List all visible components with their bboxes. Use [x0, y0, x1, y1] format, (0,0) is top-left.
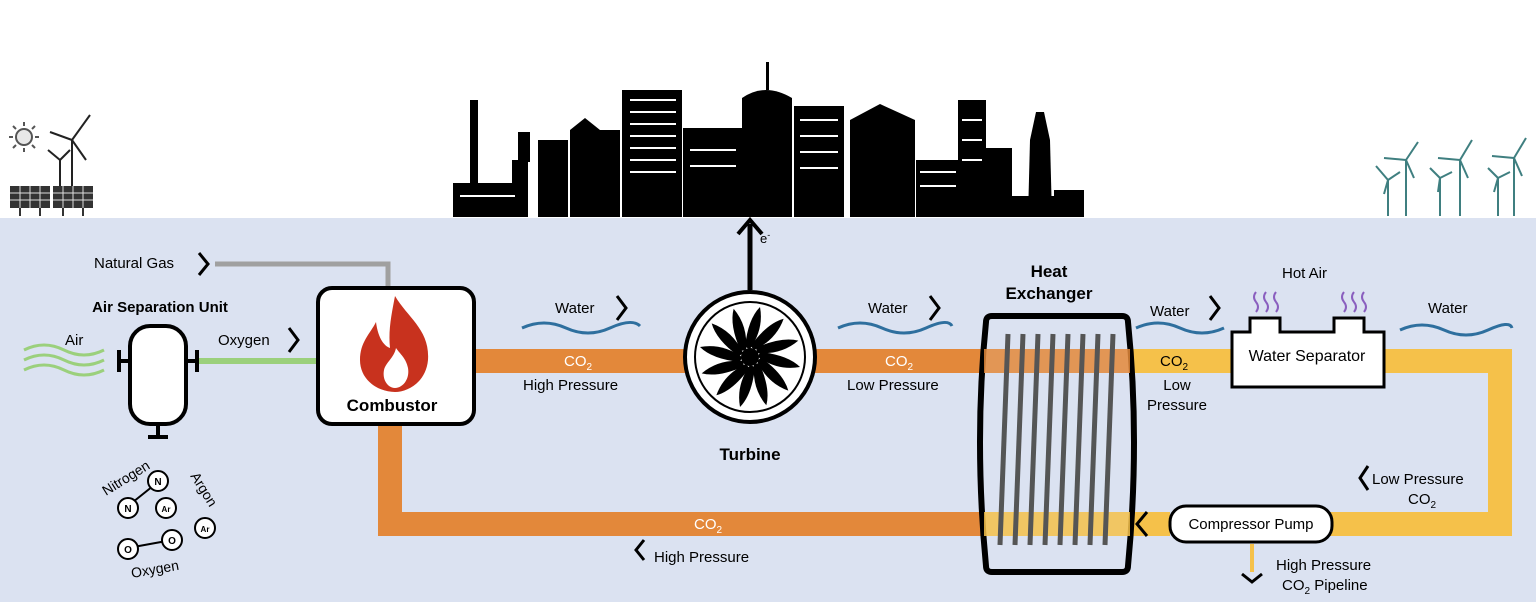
solar-panel-icon: [10, 186, 93, 216]
natural-gas-label: Natural Gas: [94, 255, 174, 272]
air-separation-unit: Air Separation Unit: [92, 299, 228, 439]
flame-icon: [360, 296, 429, 392]
high-pressure-label-6: High Pressure: [654, 549, 749, 566]
asu-title: Air Separation Unit: [92, 299, 228, 316]
water-separator-label: Water Separator: [1249, 348, 1366, 365]
low-pressure-label-1: Low Pressure: [847, 377, 939, 394]
pressure-label-3: Pressure: [1147, 397, 1207, 414]
turbine-blade: [756, 357, 789, 391]
atom-ar-2: Ar: [201, 525, 210, 534]
cool-pipe-right: [1488, 349, 1512, 536]
turbine-blade: [700, 346, 742, 362]
wind-turbine-icon: [1375, 137, 1527, 216]
cool-pipe-bottom-left: [1128, 512, 1170, 536]
hot-pipe-bottom: [378, 512, 984, 536]
low-label-3: Low: [1163, 377, 1191, 394]
wind-turbine-icon: [47, 114, 91, 192]
combustor-label: Combustor: [347, 396, 438, 415]
turbine-blade: [758, 352, 800, 368]
chevron-icon: [197, 252, 1370, 584]
heat-label: Heat: [1031, 262, 1068, 281]
co2-label-4: CO2: [1408, 491, 1437, 511]
turbine-blade: [732, 308, 747, 351]
high-pressure-label-1: High Pressure: [523, 377, 618, 394]
natural-gas-line: [215, 261, 391, 290]
turbine-blade: [750, 318, 784, 351]
electricity-arrowhead: [736, 216, 764, 236]
turbine-blade: [716, 363, 750, 396]
electron-label: e-: [760, 230, 770, 246]
co2-label-1: CO2: [564, 353, 593, 373]
atom-o-1: O: [124, 545, 132, 556]
low-pressure-label-4: Low Pressure: [1372, 471, 1464, 488]
turbine-blade: [745, 307, 761, 349]
cool-pipe-top: [1128, 349, 1232, 373]
air-wave-icon: [23, 343, 105, 377]
steam-icon: [1253, 291, 1367, 313]
cool-pipe-bottom-right: [1330, 512, 1512, 536]
compressor-pump: Compressor Pump: [1168, 504, 1334, 544]
co2-label-3: CO2: [1160, 353, 1189, 373]
co2-pipeline-label: CO2 Pipeline: [1282, 577, 1368, 597]
water-label-4: Water: [1428, 300, 1467, 317]
turbine-label: Turbine: [719, 445, 780, 464]
turbine-blade: [753, 363, 768, 406]
water-wave-icon: [521, 321, 1514, 337]
sun-icon: [9, 122, 39, 152]
turbine-blade: [711, 323, 744, 357]
water-label-1: Water: [555, 300, 594, 317]
atom-n-2: N: [154, 477, 161, 488]
heat-exchanger: [977, 313, 1137, 575]
water-separator: Water Separator: [1230, 316, 1386, 389]
turbine-blade: [701, 360, 744, 375]
co2-label-6: CO2: [694, 516, 723, 536]
water-label-3: Water: [1150, 303, 1189, 320]
co2-label-2: CO2: [885, 353, 914, 373]
turbine-fan-icon: [683, 290, 817, 424]
exchanger-label: Exchanger: [1006, 284, 1093, 303]
molecule-icon: N N Ar Ar O O: [117, 470, 216, 560]
compressor-pump-label: Compressor Pump: [1188, 516, 1313, 533]
hot-air-label: Hot Air: [1282, 265, 1327, 282]
atom-n-1: N: [124, 504, 131, 515]
oxygen-flow-label: Oxygen: [218, 332, 270, 349]
combustor-box: Combustor: [316, 286, 476, 426]
turbine-blade: [756, 339, 799, 354]
city-skyline-icon: [453, 62, 1084, 217]
atom-o-2: O: [168, 536, 176, 547]
air-label: Air: [65, 332, 83, 349]
water-label-2: Water: [868, 300, 907, 317]
atom-ar-1: Ar: [162, 505, 171, 514]
turbine-blade: [739, 365, 755, 407]
high-pressure-label-5: High Pressure: [1276, 557, 1371, 574]
